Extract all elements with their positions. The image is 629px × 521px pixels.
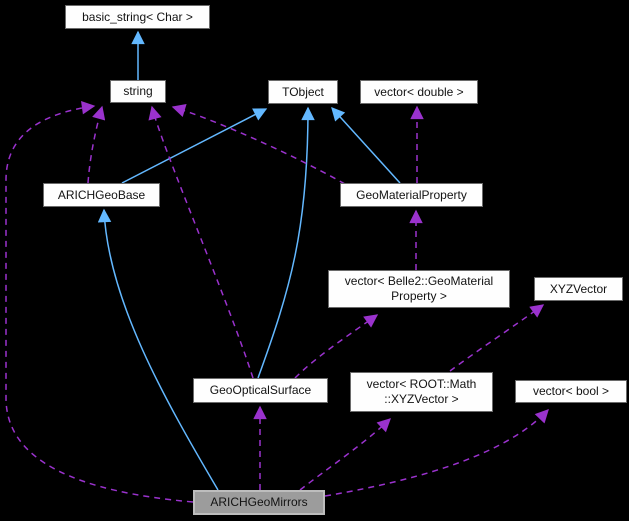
edge-geoopticalsurface-string — [148, 105, 254, 379]
node-basic-string[interactable]: basic_string< Char > — [65, 5, 210, 29]
edge-geomaterialproperty-string — [171, 104, 346, 185]
node-vector-double[interactable]: vector< double > — [360, 80, 478, 104]
node-string[interactable]: string — [110, 80, 166, 103]
edge-arichgeobase-tobject — [121, 108, 268, 184]
edge-arichgeomirrors-arichgeobase — [97, 208, 219, 491]
node-geomaterialproperty[interactable]: GeoMaterialProperty — [340, 183, 483, 207]
edge-arichgeobase-string — [87, 105, 106, 184]
edge-arichgeomirrors-vector-bool — [324, 409, 549, 497]
edge-arichgeomirrors-vector-root-math-xyzvector — [299, 418, 391, 491]
node-vector-belle2-geomaterialproperty[interactable]: vector< Belle2::GeoMaterial Property > — [328, 270, 510, 308]
node-tobject[interactable]: TObject — [268, 80, 338, 104]
node-vector-root-math-xyzvector[interactable]: vector< ROOT::Math ::XYZVector > — [350, 372, 493, 412]
node-vector-bool[interactable]: vector< bool > — [515, 380, 627, 403]
node-geoopticalsurface[interactable]: GeoOpticalSurface — [193, 378, 328, 403]
edge-geoopticalsurface-tobject — [257, 106, 315, 379]
edge-geomaterialproperty-tobject — [331, 106, 401, 184]
edge-arichgeomirrors-string — [5, 101, 194, 503]
node-arichgeomirrors: ARICHGeoMirrors — [193, 490, 325, 515]
edge-vector-root-math-xyzvector-xyzvector — [449, 304, 545, 372]
node-xyzvector[interactable]: XYZVector — [534, 277, 623, 301]
edge-geoopticalsurface-vector-belle2-geomaterialproperty — [294, 314, 379, 379]
node-arichgeobase[interactable]: ARICHGeoBase — [43, 183, 160, 207]
